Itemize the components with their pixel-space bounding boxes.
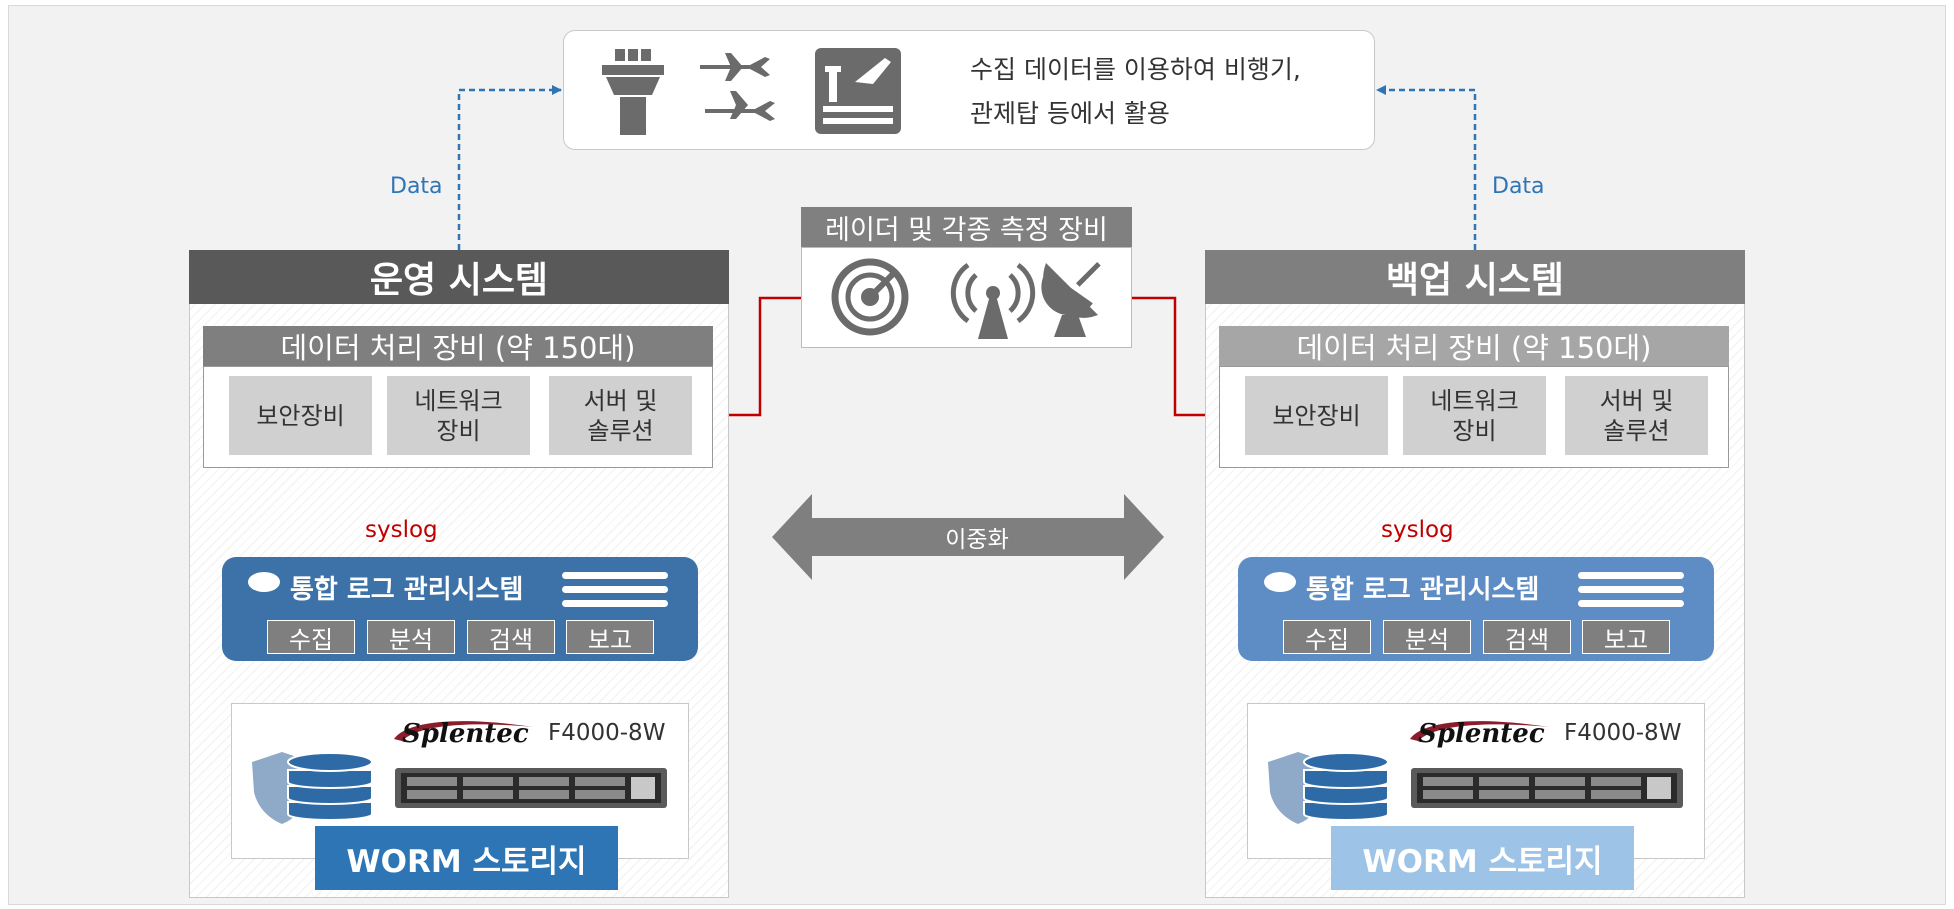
backup-function-collect: 수집 <box>1283 620 1371 654</box>
radar-icon <box>831 258 909 336</box>
backup-network-equipment: 네트워크 장비 <box>1403 376 1546 455</box>
operating-function-collect: 수집 <box>267 620 355 654</box>
radar-line-right <box>1132 296 1219 421</box>
operating-system-title: 운영 시스템 <box>189 250 729 304</box>
backup-server-solution: 서버 및 솔루션 <box>1565 376 1708 455</box>
backup-function-report: 보고 <box>1582 620 1670 654</box>
operating-brand-logo <box>394 721 533 741</box>
operating-server-rack-icon <box>395 768 667 808</box>
usage-text-line2: 관제탑 등에서 활용 <box>970 99 1170 128</box>
operating-network-equipment: 네트워크 장비 <box>387 376 530 455</box>
operating-log-title: 통합 로그 관리시스템 <box>290 575 524 605</box>
backup-function-analyze: 분석 <box>1383 620 1471 654</box>
backup-brand: Splentec <box>1418 719 1545 749</box>
operating-brand: Splentec <box>402 719 529 749</box>
backup-system-title: 백업 시스템 <box>1205 250 1745 304</box>
top-icons <box>602 48 901 135</box>
satellite-dish-icon <box>1041 261 1101 337</box>
data-line-left <box>457 85 562 250</box>
operating-function-search: 검색 <box>467 620 555 654</box>
operating-menu-lines-icon <box>562 572 668 607</box>
operating-worm-storage-label: WORM 스토리지 <box>315 826 618 890</box>
operating-function-analyze: 분석 <box>367 620 455 654</box>
backup-cloud-icon <box>1264 572 1296 592</box>
airplanes-icon <box>700 53 775 121</box>
operating-cloud-icon <box>248 572 280 592</box>
radar-icons <box>831 258 1101 339</box>
usage-box <box>563 30 1375 150</box>
radar-equipment-title: 레이더 및 각종 측정 장비 <box>801 207 1132 247</box>
antenna-tower-icon <box>950 262 1036 339</box>
backup-brand-logo <box>1410 721 1549 741</box>
backup-database-shield-icon <box>1268 752 1389 824</box>
backup-menu-lines-icon <box>1578 572 1684 607</box>
data-label-right: Data <box>1492 174 1545 199</box>
usage-text: 수집 데이터를 이용하여 비행기, 관제탑 등에서 활용 <box>970 48 1370 136</box>
radar-line-left <box>715 296 801 421</box>
backup-security-equipment: 보안장비 <box>1245 376 1388 455</box>
operating-security-equipment: 보안장비 <box>229 376 372 455</box>
operating-equipment-title: 데이터 처리 장비 (약 150대) <box>203 326 713 366</box>
backup-function-search: 검색 <box>1483 620 1571 654</box>
backup-log-title: 통합 로그 관리시스템 <box>1306 575 1540 605</box>
operating-database-shield-icon <box>252 752 373 824</box>
backup-model: F4000-8W <box>1564 720 1682 746</box>
data-label-left: Data <box>390 174 443 199</box>
airport-icon <box>815 48 901 134</box>
operating-syslog-label: syslog <box>365 517 438 543</box>
operating-model: F4000-8W <box>548 720 666 746</box>
operating-server-solution: 서버 및 솔루션 <box>549 376 692 455</box>
redundancy-label: 이중화 <box>945 527 1009 553</box>
data-line-right <box>1376 85 1477 250</box>
backup-worm-storage-label: WORM 스토리지 <box>1331 826 1634 890</box>
control-tower-icon <box>602 49 664 135</box>
backup-server-rack-icon <box>1411 768 1683 808</box>
operating-function-report: 보고 <box>566 620 654 654</box>
usage-text-line1: 수집 데이터를 이용하여 비행기, <box>970 55 1301 84</box>
backup-syslog-label: syslog <box>1381 517 1454 543</box>
redundancy-arrow <box>772 494 1164 580</box>
backup-equipment-title: 데이터 처리 장비 (약 150대) <box>1219 326 1729 366</box>
